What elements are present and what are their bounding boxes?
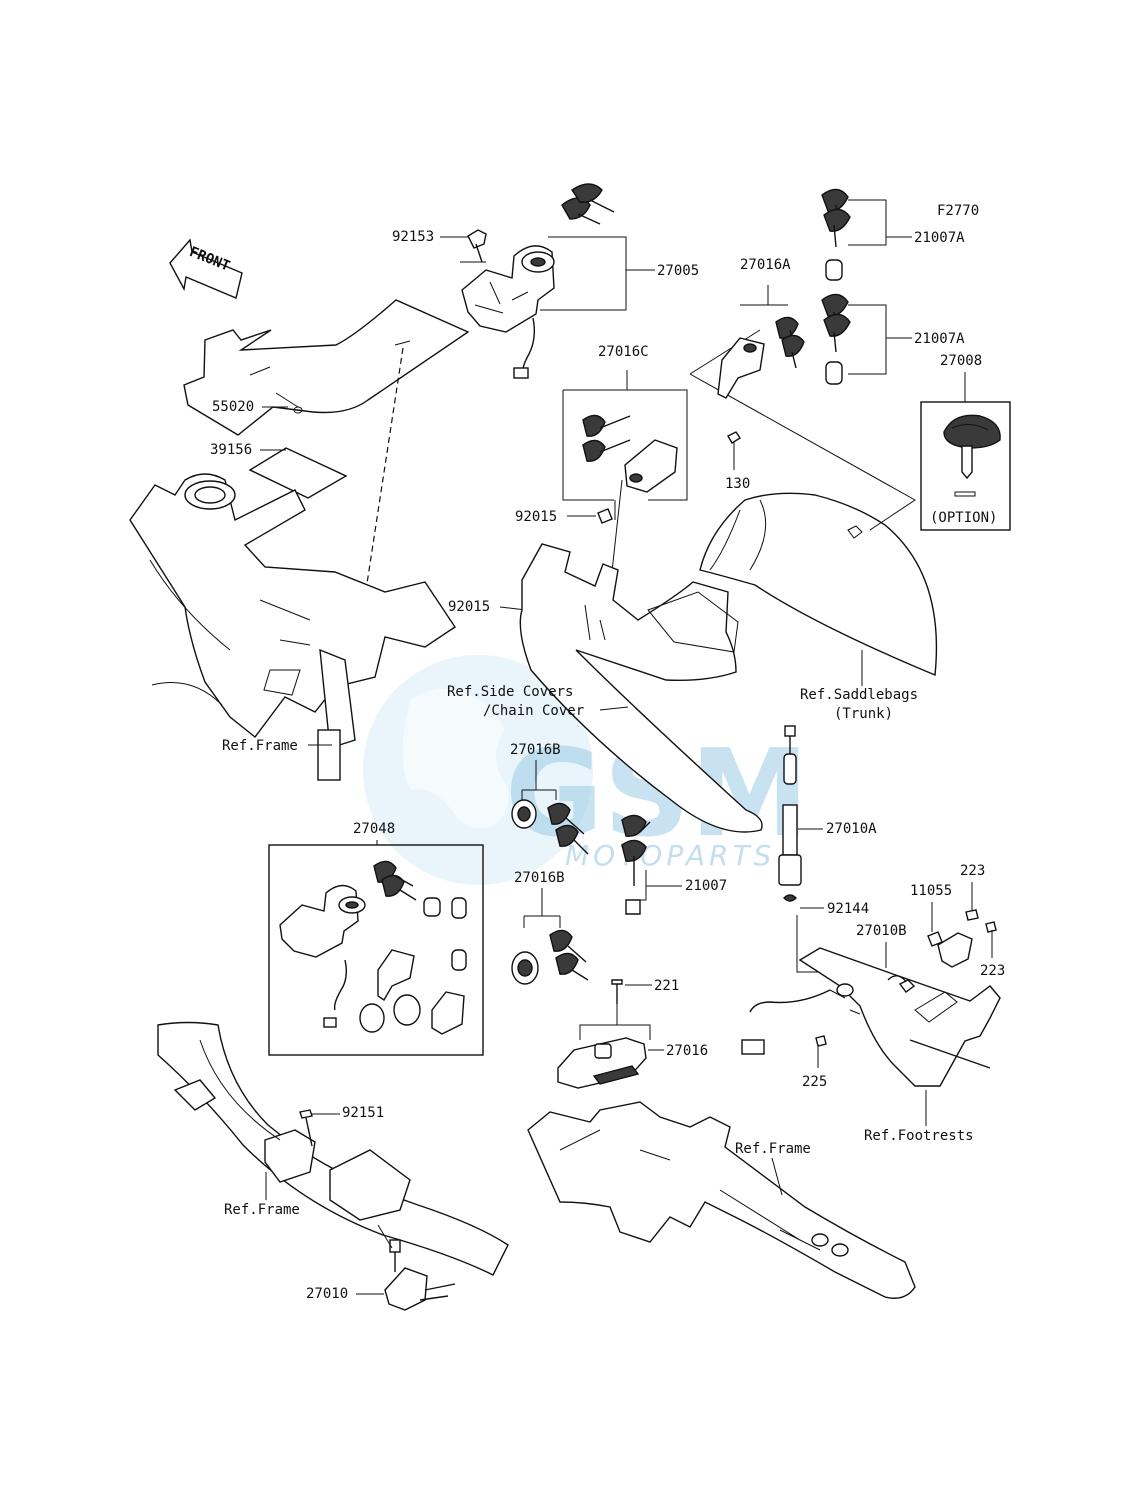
footrest-bracket <box>741 947 1001 1087</box>
label-ref-footrests: Ref.Footrests <box>864 1128 974 1144</box>
label-223-2: 223 <box>980 963 1005 979</box>
key-set-27016B-2 <box>511 929 589 985</box>
kickstand-switch-27010 <box>384 1239 456 1311</box>
label-21007A-1: 21007A <box>914 230 965 246</box>
key-set-27016B-1 <box>511 799 589 855</box>
label-92015-1: 92015 <box>515 509 557 525</box>
label-27048: 27048 <box>353 821 395 837</box>
label-27016C: 27016C <box>598 344 649 360</box>
front-arrow: FRONT <box>169 238 243 299</box>
label-223-1: 223 <box>960 863 985 879</box>
cover-plate <box>183 299 470 436</box>
frame-front <box>129 473 456 781</box>
label-92015-2: 92015 <box>448 599 490 615</box>
key-set-21007 <box>621 814 651 915</box>
rear-frame <box>527 1101 916 1299</box>
label-ref-saddlebags-2: (Trunk) <box>834 706 893 722</box>
label-ref-side-covers-1: Ref.Side Covers <box>447 684 573 700</box>
label-11055: 11055 <box>910 883 952 899</box>
watermark-continents <box>402 688 509 829</box>
label-27010B: 27010B <box>856 923 907 939</box>
label-225: 225 <box>802 1074 827 1090</box>
label-27010A: 27010A <box>826 821 877 837</box>
seat-lock-keys <box>582 414 631 462</box>
label-92153: 92153 <box>392 229 434 245</box>
ignition-switch-assembly <box>461 183 615 379</box>
label-ref-frame-2: Ref.Frame <box>735 1141 811 1157</box>
label-92144: 92144 <box>827 901 869 917</box>
watermark-subtitle: MOTOPARTS <box>565 839 775 872</box>
kit-box-27048 <box>268 844 484 1056</box>
saddlebag <box>699 492 938 677</box>
front-arrow-label: FRONT <box>187 244 232 275</box>
label-ref-frame-3: Ref.Frame <box>224 1202 300 1218</box>
label-27016: 27016 <box>666 1043 708 1059</box>
label-39156: 39156 <box>210 442 252 458</box>
label-221: 221 <box>654 978 679 994</box>
label-ref-side-covers-2: /Chain Cover <box>483 703 584 719</box>
label-option: (OPTION) <box>930 510 997 526</box>
switch-bracket-11055 <box>927 931 973 968</box>
label-55020: 55020 <box>212 399 254 415</box>
label-plate-39156 <box>248 447 348 499</box>
seat-lock <box>624 439 678 493</box>
label-21007: 21007 <box>685 878 727 894</box>
label-ref-saddlebags-1: Ref.Saddlebags <box>800 687 918 703</box>
side-cover <box>519 543 763 833</box>
label-27016B-2: 27016B <box>514 870 565 886</box>
label-ref-frame-1: Ref.Frame <box>222 738 298 754</box>
diagram-code: F2770 <box>937 203 979 219</box>
label-27016A: 27016A <box>740 257 791 273</box>
label-130: 130 <box>725 476 750 492</box>
label-27008: 27008 <box>940 353 982 369</box>
label-27005: 27005 <box>657 263 699 279</box>
seat-switch-27010A <box>778 725 802 902</box>
label-27010: 27010 <box>306 1286 348 1302</box>
frame-lower <box>157 1021 509 1276</box>
option-key <box>943 414 1001 497</box>
key-set-21007A-2 <box>821 293 851 385</box>
label-27016B-1: 27016B <box>510 742 561 758</box>
option-key-box <box>920 401 1011 531</box>
label-21007A-2: 21007A <box>914 331 965 347</box>
kit-27048-contents <box>279 860 467 1035</box>
label-92151: 92151 <box>342 1105 384 1121</box>
key-set-21007A-1 <box>821 188 851 281</box>
saddlebag-lock <box>717 316 805 399</box>
seat-lock-27016 <box>557 1037 647 1089</box>
